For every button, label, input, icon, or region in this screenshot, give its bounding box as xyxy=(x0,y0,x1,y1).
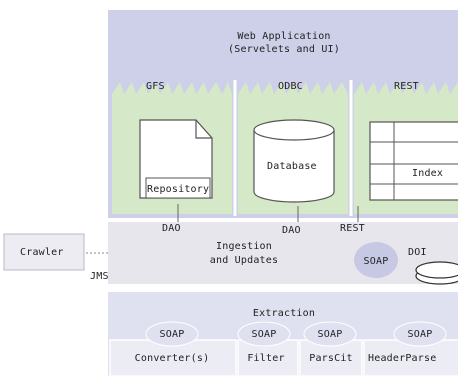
web-application-subtitle: (Servelets and UI) xyxy=(228,44,340,55)
index-label: Index xyxy=(412,168,444,179)
soap-label-converter: SOAP xyxy=(159,329,185,340)
module-box-headerparse xyxy=(363,339,458,376)
ingestion-title: Ingestion xyxy=(216,241,272,252)
dao-label-mid: DAO xyxy=(282,225,301,236)
ingestion-soap-oval xyxy=(354,242,398,278)
doi-label: DOI xyxy=(408,247,427,258)
soap-oval-converter xyxy=(145,321,199,347)
ingestion-subtitle: and Updates xyxy=(209,255,279,266)
module-label-converter: Converter(s) xyxy=(134,353,210,364)
rest-connector-label: REST xyxy=(340,223,365,234)
crawler-box xyxy=(3,233,85,271)
repository-label-box xyxy=(145,177,211,199)
ingestion-soap-label: SOAP xyxy=(363,256,389,267)
extraction-title: Extraction xyxy=(252,308,316,319)
soap-oval-parscit xyxy=(303,321,357,347)
soap-oval-headerparse xyxy=(393,321,447,347)
soap-label-filter: SOAP xyxy=(251,329,277,340)
odbc-label: ODBC xyxy=(278,81,303,92)
module-label-parscit: ParsCit xyxy=(309,353,353,364)
repository-label: Repository xyxy=(147,184,210,195)
doi-disk-icon xyxy=(415,261,458,285)
soap-oval-filter xyxy=(237,321,291,347)
ingestion-panel xyxy=(108,222,458,284)
soap-label-parscit: SOAP xyxy=(317,329,343,340)
web-application-title: Web Application xyxy=(237,31,331,42)
soap-label-headerparse: SOAP xyxy=(407,329,433,340)
rest-label: REST xyxy=(394,81,419,92)
module-label-headerparse: HeaderParse xyxy=(368,353,437,364)
database-label: Database xyxy=(267,161,317,172)
dao-label-left: DAO xyxy=(162,223,181,234)
crawler-label[interactable]: Crawler xyxy=(20,247,64,258)
module-label-filter: Filter xyxy=(247,353,285,364)
index-table-icon xyxy=(369,121,458,201)
database-cylinder-icon xyxy=(253,119,335,203)
jms-label: JMS xyxy=(90,271,109,282)
gfs-label: GFS xyxy=(146,81,165,92)
